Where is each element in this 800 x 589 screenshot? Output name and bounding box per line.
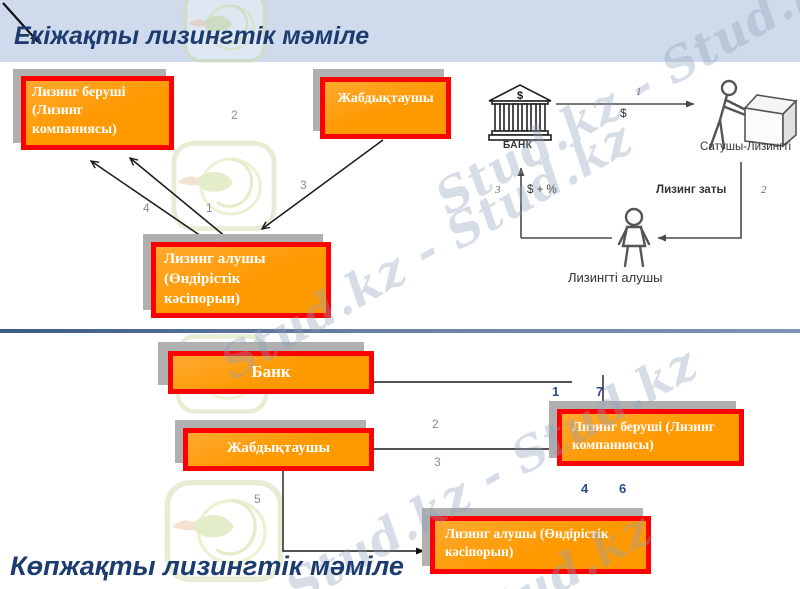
seller-head: [720, 79, 738, 97]
bank-entablature: [491, 100, 549, 105]
arrow-seller-to-lessee: [657, 162, 742, 242]
lessee-person-icon: [617, 207, 651, 268]
loan-label: $: [620, 106, 627, 120]
node-lessee-bottom: Лизинг алушы (Өндірістік кәсіпорын): [430, 516, 651, 574]
person-torso: [621, 225, 647, 248]
flow-number-blue: 1: [552, 384, 560, 399]
bank-base: [488, 134, 552, 141]
arrow-supplier-to-lessee-3: [262, 139, 384, 229]
node-bank-bottom: Банк: [168, 351, 374, 394]
node-lessor-bottom: Лизинг беруші (Лизинг компаниясы): [557, 409, 744, 466]
scheme-lessee-label: Лизингті алушы: [568, 270, 663, 285]
flow-number: 1: [206, 201, 213, 215]
repayment-label: $ + %: [527, 184, 557, 196]
arrow-lessee-to-lessor-4: [91, 161, 218, 248]
scheme-number: 2: [761, 184, 767, 196]
person-head: [624, 207, 644, 227]
flow-number-blue: 7: [596, 384, 604, 399]
scheme-number: 3: [495, 184, 501, 196]
section-divider: [0, 329, 800, 333]
node-supplier-bottom: Жабдықтаушы: [183, 428, 374, 471]
node-lessee-top: Лизинг алушы (Өндірістік кәсіпорын): [151, 242, 331, 318]
bank-pediment-dollar: $: [517, 90, 523, 102]
bank-icon: $: [488, 84, 552, 141]
person-legs: [623, 244, 645, 268]
node-supplier-top: Жабдықтаушы: [320, 77, 451, 139]
scheme-number: 1: [636, 86, 642, 98]
page-title-bottom: Көпжақты лизингтік мәміле: [10, 551, 404, 581]
bank-label: БАНК: [503, 140, 533, 151]
node-lessor-top: Лизинг беруші (Лизинг компаниясы): [21, 76, 174, 150]
flow-number: 3: [300, 178, 307, 192]
cursor-arrow-icon: [2, 2, 39, 43]
page-title-top: Екіжақты лизингтік мәміле: [14, 22, 370, 50]
flow-number-blue: 6: [619, 481, 627, 496]
flow-number: 5: [254, 492, 261, 506]
seller-legs: [708, 118, 726, 150]
flow-number: 2: [231, 108, 238, 122]
seller-icon: [708, 79, 798, 150]
arrow-lessee-to-lessor-1: [130, 158, 233, 243]
box-side: [782, 99, 797, 148]
flow-number: 4: [143, 201, 150, 215]
seller-arms: [723, 98, 750, 118]
arrow-supplier-to-lessee: [282, 470, 425, 555]
item-label: Лизинг заты: [656, 184, 727, 196]
header-band: [0, 0, 800, 62]
person-arms: [617, 226, 651, 246]
flow-number: 3: [434, 455, 441, 469]
seller-label: Сатушы-Лизингті: [700, 141, 792, 153]
flow-number: 2: [432, 417, 439, 431]
flow-number-blue: 4: [581, 481, 589, 496]
